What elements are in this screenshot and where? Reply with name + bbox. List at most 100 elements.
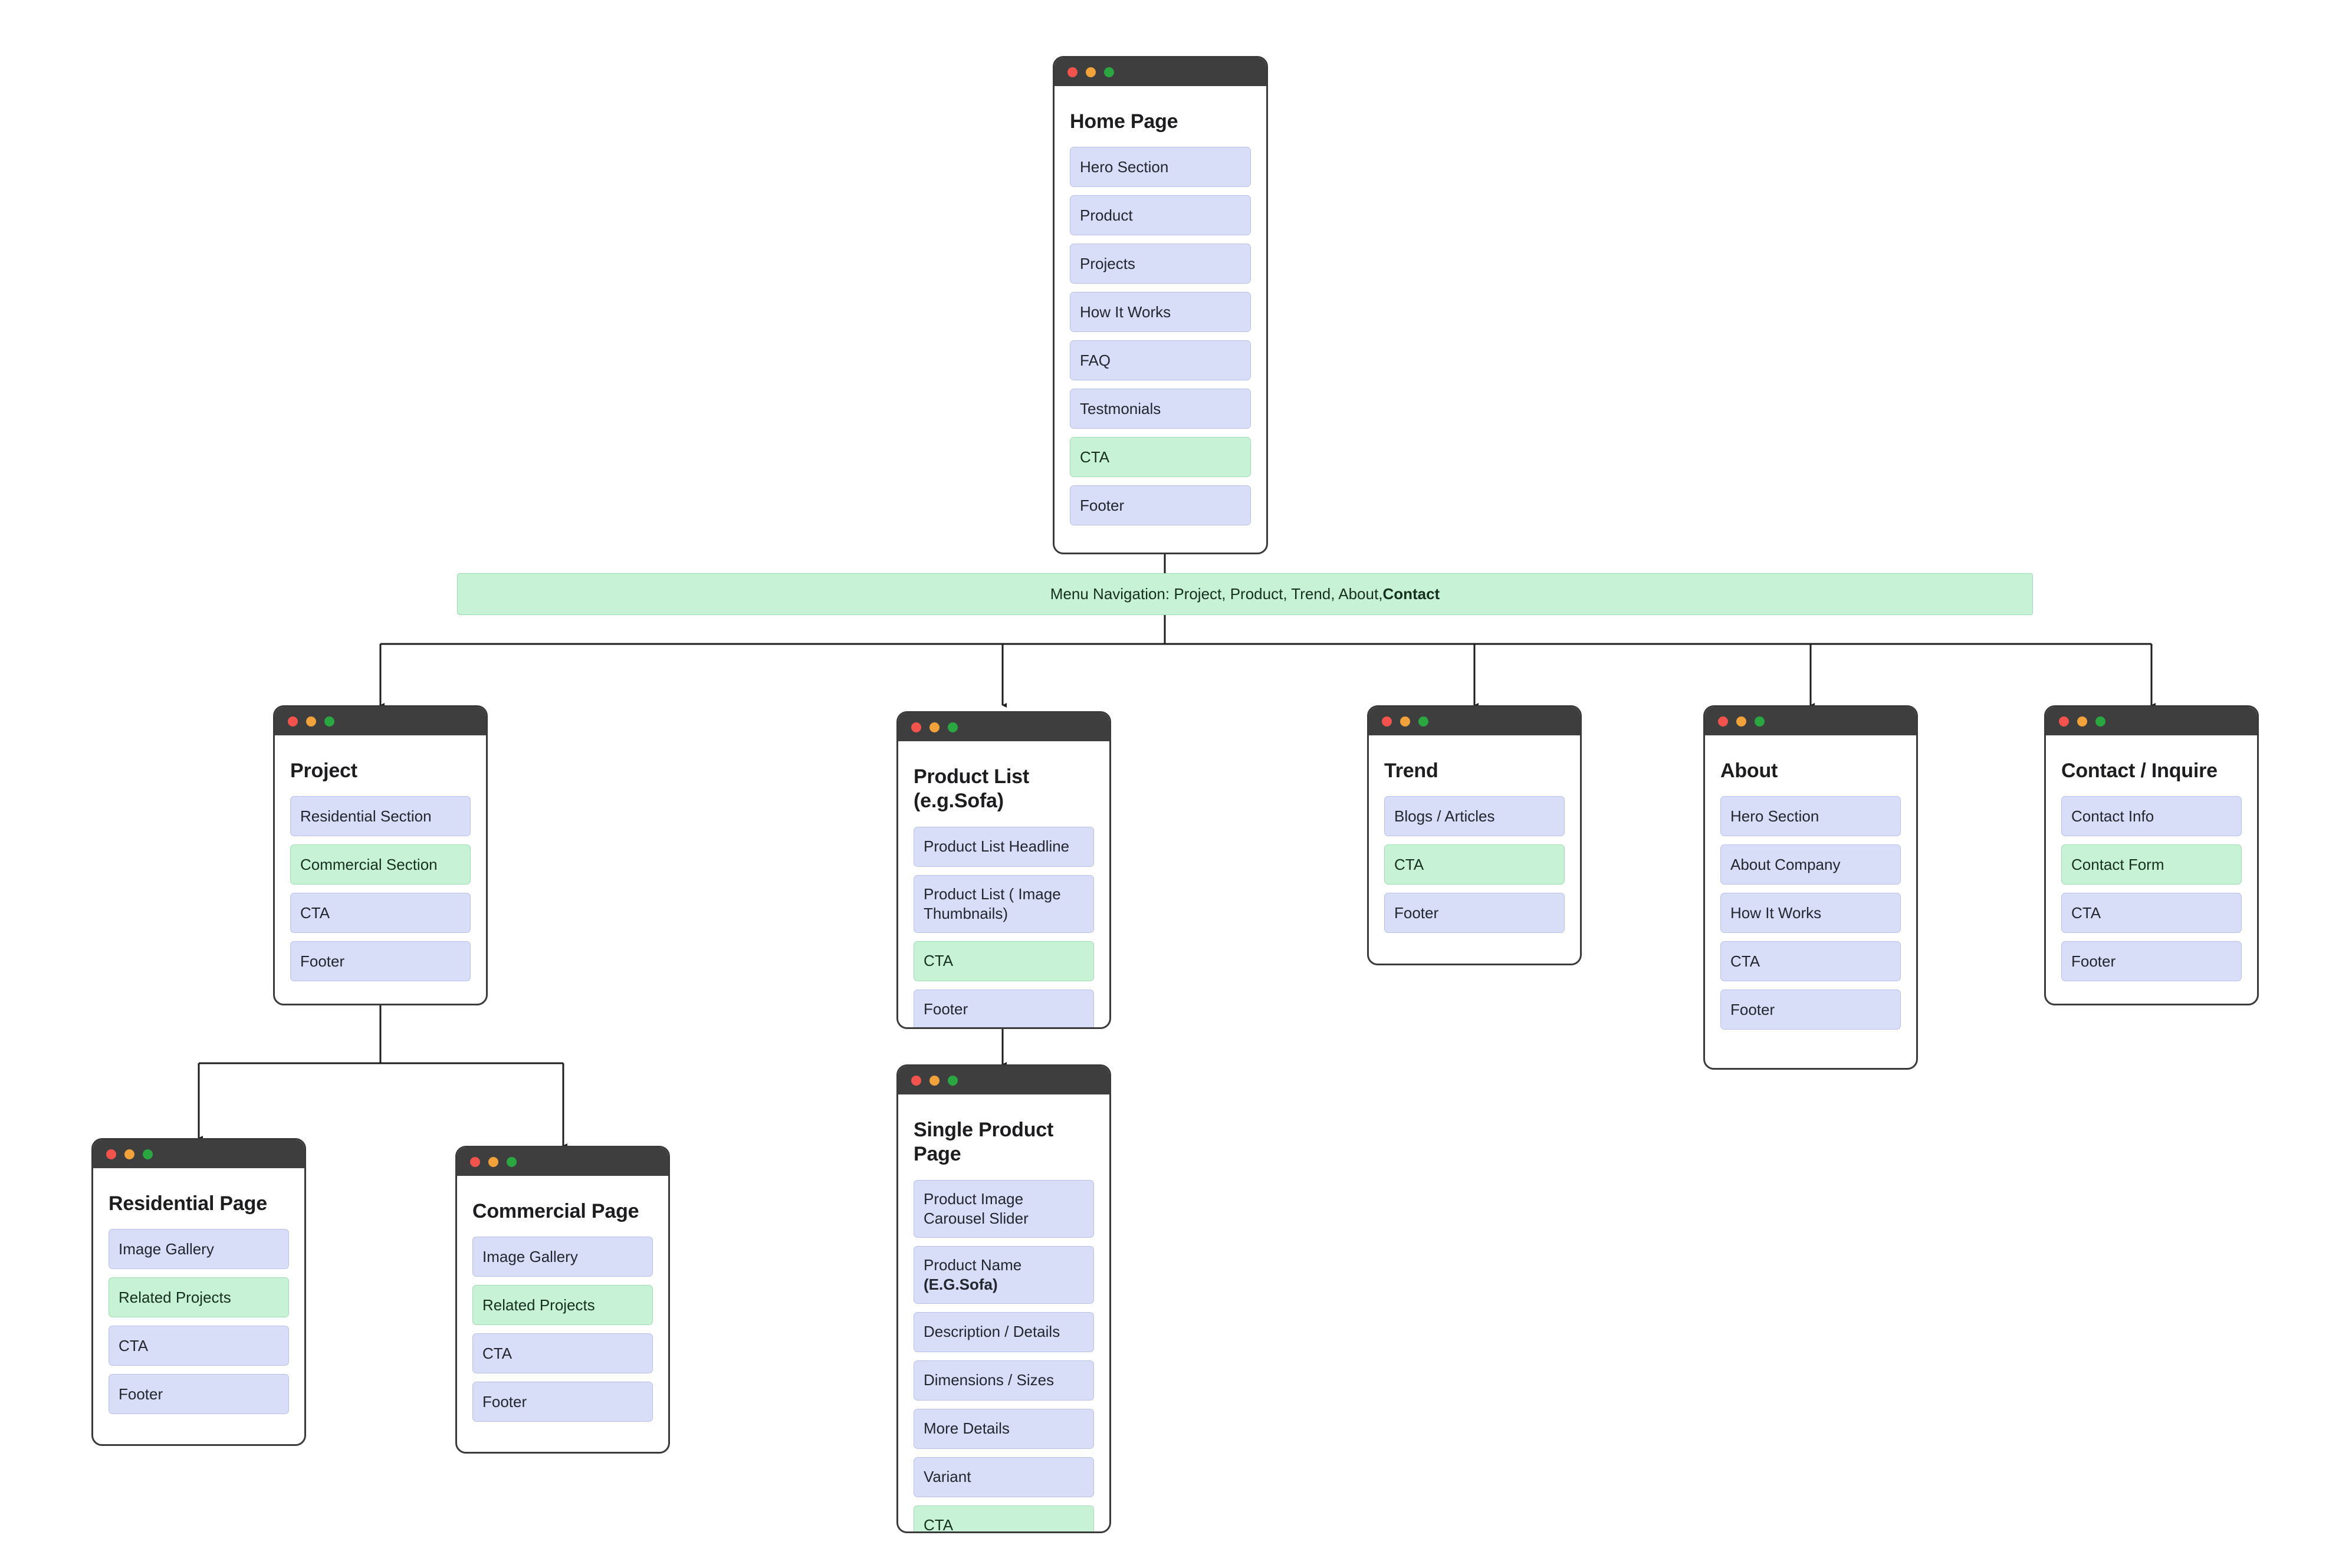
- minimize-dot-icon[interactable]: [306, 716, 316, 727]
- section-block-cta[interactable]: CTA: [1384, 844, 1565, 885]
- section-block-list: Image Gallery Related Projects CTA Foote…: [472, 1237, 653, 1422]
- section-block-list: Product Image Carousel Slider Product Na…: [914, 1179, 1094, 1531]
- section-block-cta[interactable]: CTA: [1070, 437, 1251, 478]
- section-block[interactable]: Footer: [2061, 941, 2242, 982]
- close-dot-icon[interactable]: [2059, 716, 2069, 727]
- section-block[interactable]: CTA: [2061, 893, 2242, 933]
- minimize-dot-icon[interactable]: [124, 1149, 134, 1159]
- section-block[interactable]: Image Gallery: [472, 1237, 653, 1277]
- window-titlebar: [898, 713, 1109, 741]
- minimize-dot-icon[interactable]: [1400, 716, 1410, 727]
- section-block[interactable]: Dimensions / Sizes: [914, 1360, 1094, 1401]
- section-block[interactable]: Product List Headline: [914, 826, 1094, 867]
- section-block-contact-form[interactable]: Contact Form: [2061, 844, 2242, 885]
- window-body: Commercial Page Image Gallery Related Pr…: [457, 1176, 668, 1452]
- window-contact-inquire[interactable]: Contact / Inquire Contact Info Contact F…: [2044, 705, 2259, 1005]
- close-dot-icon[interactable]: [470, 1156, 480, 1167]
- section-block[interactable]: Footer: [914, 989, 1094, 1027]
- section-block[interactable]: Hero Section: [1070, 147, 1251, 188]
- section-block[interactable]: Blogs / Articles: [1384, 796, 1565, 837]
- page-title: Project: [290, 760, 357, 782]
- menu-navigation-active-item[interactable]: Contact: [1382, 585, 1440, 603]
- maximize-dot-icon[interactable]: [1104, 67, 1114, 77]
- section-block[interactable]: Footer: [1384, 893, 1565, 933]
- section-block-list: Image Gallery Related Projects CTA Foote…: [109, 1229, 289, 1415]
- close-dot-icon[interactable]: [106, 1149, 116, 1159]
- section-block-list: Blogs / Articles CTA Footer: [1384, 796, 1565, 933]
- window-single-product-page[interactable]: Single Product Page Product Image Carous…: [896, 1064, 1111, 1533]
- window-titlebar: [457, 1148, 668, 1176]
- minimize-dot-icon[interactable]: [929, 1075, 940, 1086]
- maximize-dot-icon[interactable]: [948, 1075, 958, 1086]
- minimize-dot-icon[interactable]: [1736, 716, 1746, 727]
- close-dot-icon[interactable]: [911, 722, 921, 732]
- section-block[interactable]: Image Gallery: [109, 1229, 289, 1270]
- close-dot-icon[interactable]: [288, 716, 298, 727]
- section-block-list: Residential Section Commercial Section C…: [290, 796, 471, 982]
- window-residential-page[interactable]: Residential Page Image Gallery Related P…: [91, 1138, 306, 1446]
- section-block-related-projects[interactable]: Related Projects: [109, 1277, 289, 1318]
- window-about[interactable]: About Hero Section About Company How It …: [1703, 705, 1918, 1070]
- window-titlebar: [93, 1140, 304, 1168]
- window-commercial-page[interactable]: Commercial Page Image Gallery Related Pr…: [455, 1146, 670, 1454]
- page-title-line1: Product List: [914, 765, 1029, 788]
- close-dot-icon[interactable]: [911, 1075, 921, 1086]
- section-block[interactable]: Product Image Carousel Slider: [914, 1179, 1094, 1238]
- section-block[interactable]: CTA: [290, 893, 471, 933]
- section-block[interactable]: Projects: [1070, 244, 1251, 284]
- window-titlebar: [1055, 58, 1266, 86]
- section-block[interactable]: More Details: [914, 1409, 1094, 1449]
- section-block-commercial[interactable]: Commercial Section: [290, 844, 471, 885]
- maximize-dot-icon[interactable]: [1755, 716, 1765, 727]
- maximize-dot-icon[interactable]: [2095, 716, 2105, 727]
- window-project[interactable]: Project Residential Section Commercial S…: [273, 705, 488, 1005]
- section-block[interactable]: Footer: [472, 1382, 653, 1422]
- maximize-dot-icon[interactable]: [1418, 716, 1428, 727]
- maximize-dot-icon[interactable]: [948, 722, 958, 732]
- minimize-dot-icon[interactable]: [488, 1156, 498, 1167]
- minimize-dot-icon[interactable]: [2077, 716, 2087, 727]
- menu-navigation-prefix: Menu Navigation: Project, Product, Trend…: [1050, 585, 1383, 603]
- window-home-page[interactable]: Home Page Hero Section Product Projects …: [1053, 56, 1268, 554]
- minimize-dot-icon[interactable]: [1086, 67, 1096, 77]
- menu-navigation-bar[interactable]: Menu Navigation: Project, Product, Trend…: [457, 573, 2033, 615]
- section-block[interactable]: Footer: [1720, 990, 1901, 1030]
- section-block[interactable]: Footer: [1070, 485, 1251, 526]
- minimize-dot-icon[interactable]: [929, 722, 940, 732]
- page-title-line2: (e.g.Sofa): [914, 790, 1004, 813]
- section-block-cta[interactable]: CTA: [914, 941, 1094, 981]
- window-product-list[interactable]: Product List (e.g.Sofa) Product List Hea…: [896, 711, 1111, 1029]
- section-block-related-projects[interactable]: Related Projects: [472, 1285, 653, 1326]
- window-body: Product List (e.g.Sofa) Product List Hea…: [898, 741, 1109, 1027]
- close-dot-icon[interactable]: [1718, 716, 1728, 727]
- window-trend[interactable]: Trend Blogs / Articles CTA Footer: [1367, 705, 1582, 965]
- section-block[interactable]: Product List ( Image Thumbnails): [914, 875, 1094, 933]
- section-block[interactable]: FAQ: [1070, 340, 1251, 381]
- section-block[interactable]: About Company: [1720, 844, 1901, 885]
- section-block[interactable]: How It Works: [1720, 893, 1901, 933]
- page-title: Product List (e.g.Sofa): [914, 765, 1094, 814]
- section-block[interactable]: Residential Section: [290, 796, 471, 837]
- section-block[interactable]: Footer: [109, 1374, 289, 1415]
- maximize-dot-icon[interactable]: [324, 716, 334, 727]
- close-dot-icon[interactable]: [1067, 67, 1078, 77]
- section-block[interactable]: CTA: [1720, 941, 1901, 982]
- maximize-dot-icon[interactable]: [143, 1149, 153, 1159]
- section-block[interactable]: Testmonials: [1070, 389, 1251, 429]
- section-block-cta[interactable]: CTA: [914, 1505, 1094, 1531]
- window-body: Contact / Inquire Contact Info Contact F…: [2046, 735, 2257, 1004]
- section-block[interactable]: CTA: [472, 1333, 653, 1374]
- maximize-dot-icon[interactable]: [507, 1156, 517, 1167]
- section-block-product-name[interactable]: Product Name(E.G.Sofa): [914, 1245, 1094, 1304]
- section-block[interactable]: How It Works: [1070, 292, 1251, 333]
- section-block[interactable]: Description / Details: [914, 1312, 1094, 1352]
- section-block[interactable]: Variant: [914, 1457, 1094, 1497]
- section-block-list: Contact Info Contact Form CTA Footer: [2061, 796, 2242, 982]
- section-block[interactable]: Hero Section: [1720, 796, 1901, 837]
- section-block[interactable]: CTA: [109, 1326, 289, 1366]
- section-block[interactable]: Product: [1070, 195, 1251, 236]
- section-block[interactable]: Footer: [290, 941, 471, 982]
- section-block[interactable]: Contact Info: [2061, 796, 2242, 837]
- window-body: Single Product Page Product Image Carous…: [898, 1094, 1109, 1531]
- close-dot-icon[interactable]: [1382, 716, 1392, 727]
